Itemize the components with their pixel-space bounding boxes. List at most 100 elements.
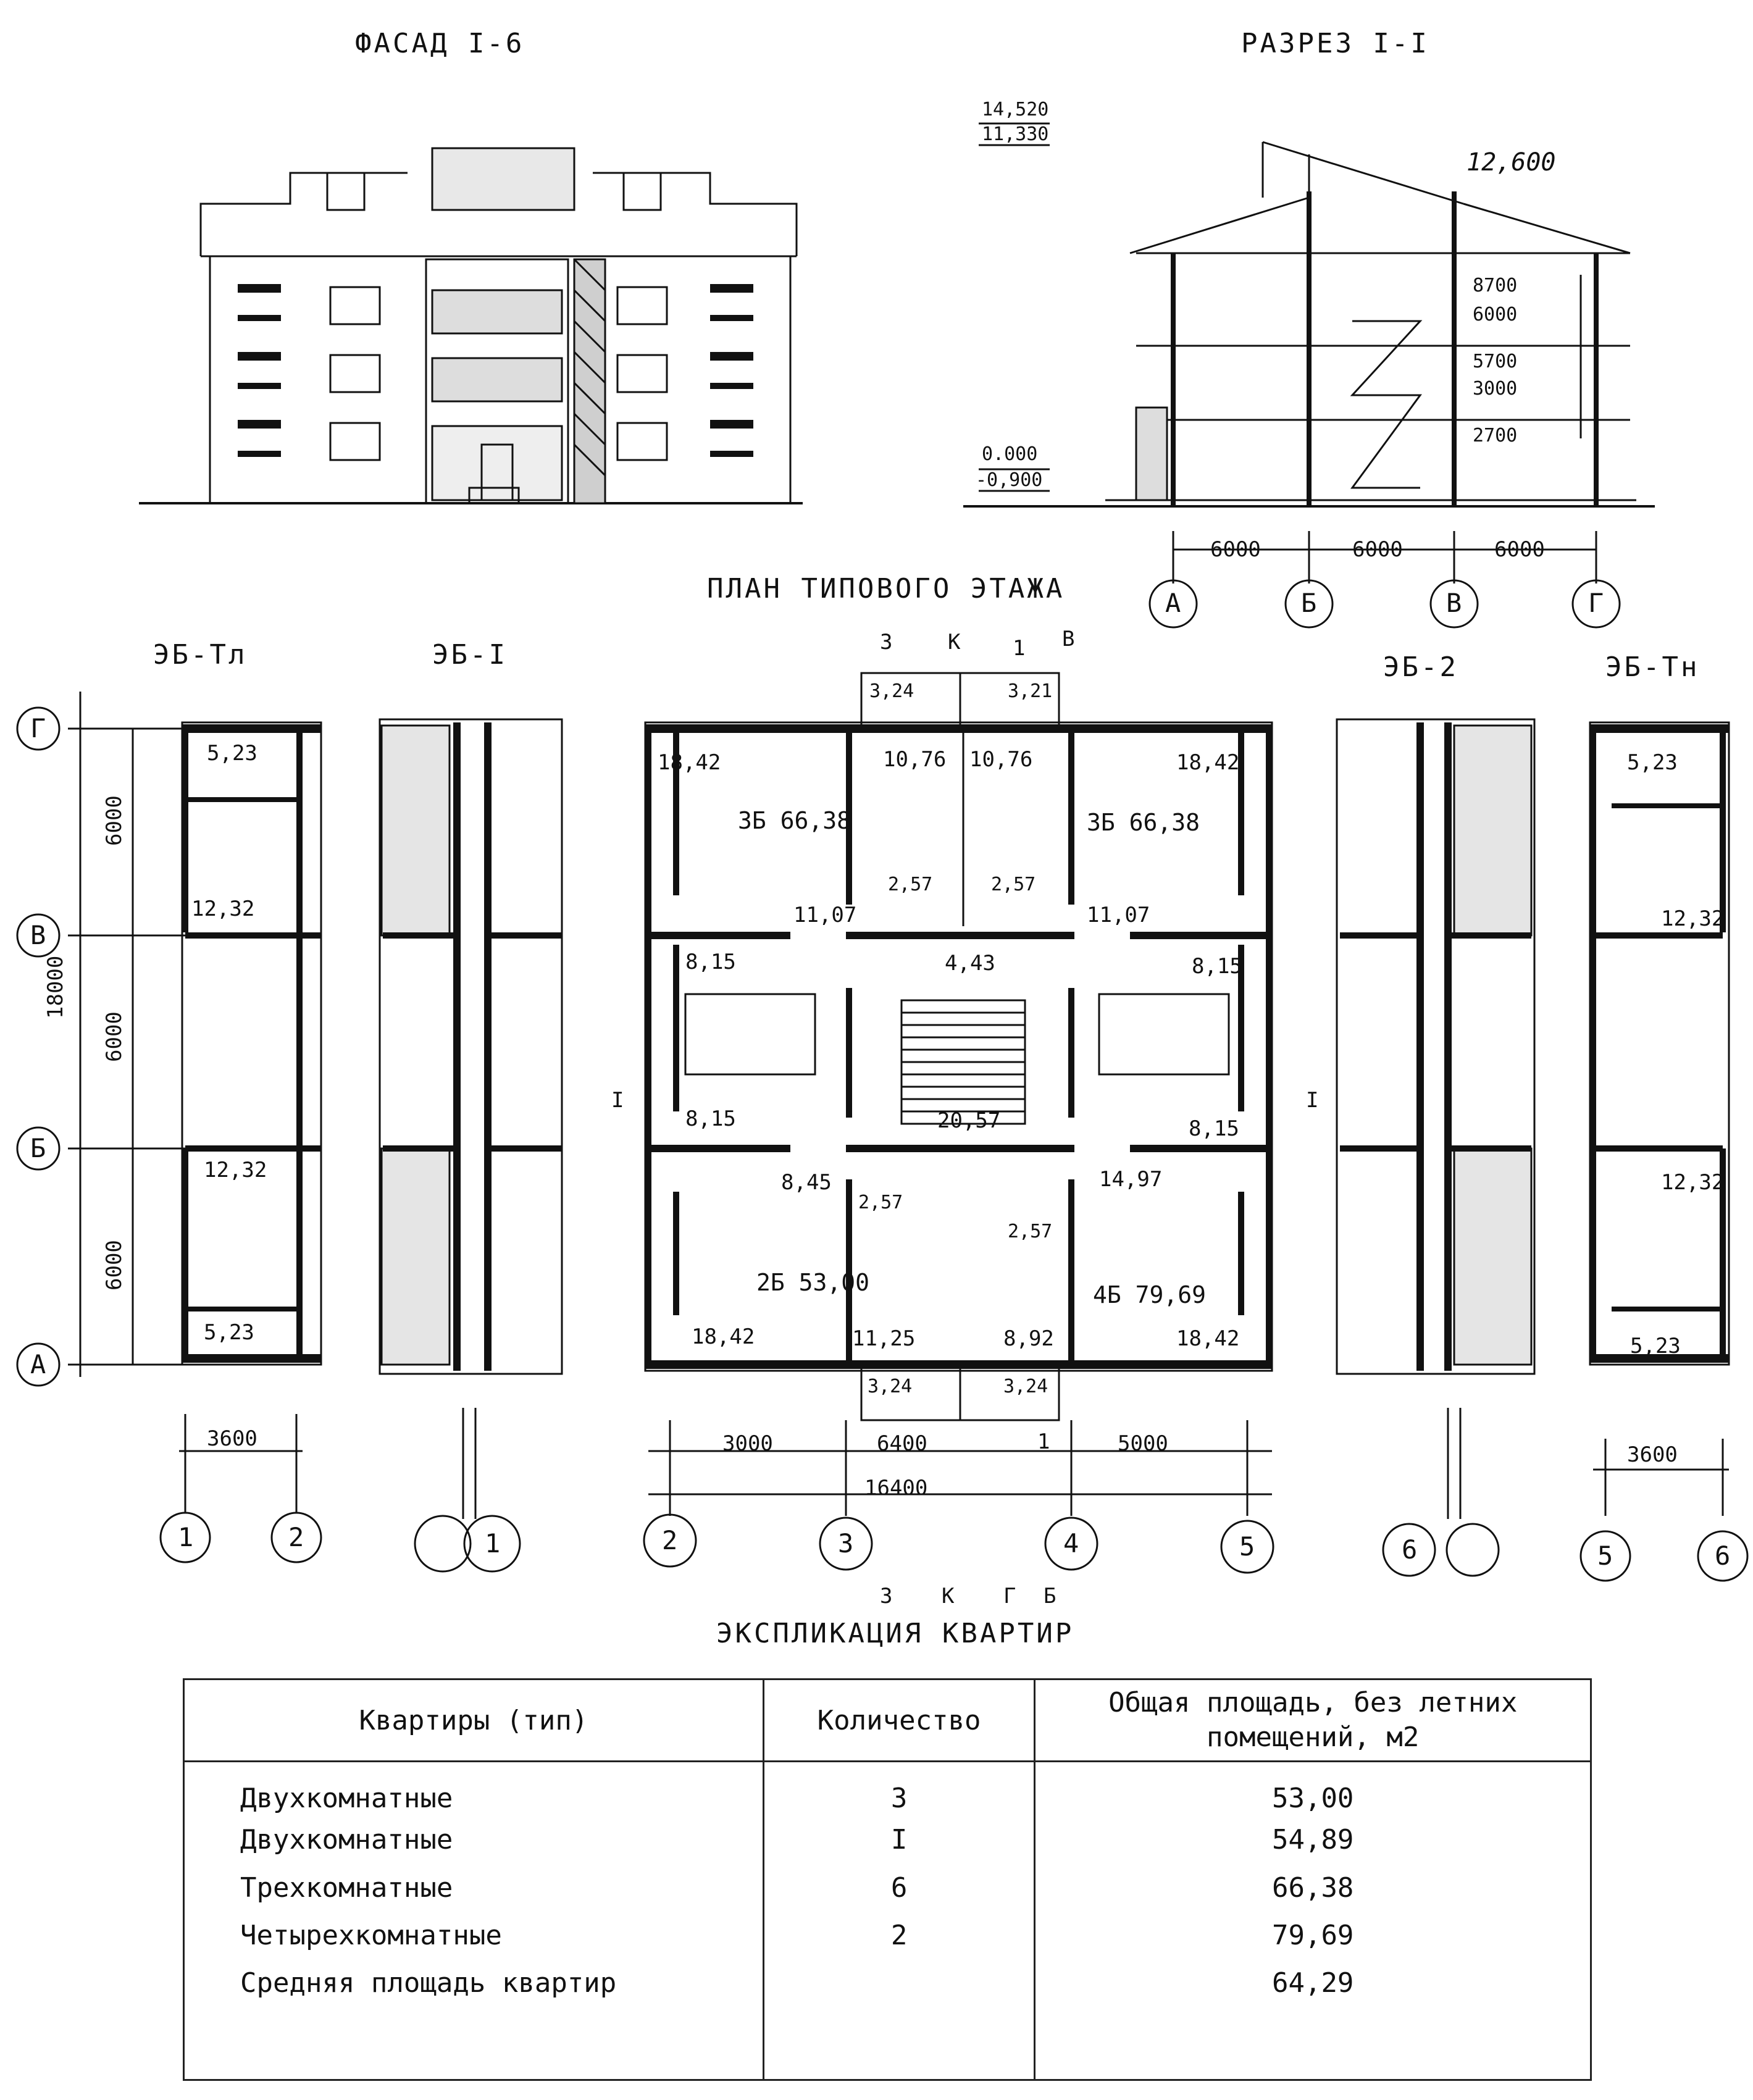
marker-1-bottom: 1 [1037, 1429, 1050, 1454]
header-quantity: Количество [762, 1678, 1036, 1762]
table-row: Трехкомнатные 6 66,38 [183, 1864, 1592, 1912]
plan-axis-b: Б [30, 1133, 46, 1163]
room-ebtn-bot: 5,23 [1630, 1334, 1681, 1358]
block-label-eb1: ЭБ-I [432, 639, 508, 671]
room-ebtl-top: 5,23 [207, 741, 257, 766]
room-1842-br: 18,42 [1176, 1326, 1240, 1351]
cell-area: 64,29 [1034, 1959, 1592, 2007]
room-443: 4,43 [945, 951, 995, 976]
table-row: Средняя площадь квартир 64,29 [183, 1959, 1592, 2007]
table-row-empty [183, 2007, 1592, 2081]
cell-quantity: 2 [762, 1911, 1036, 1960]
level-3000: 3000 [1473, 378, 1518, 400]
cell-type: Четырехкомнатные [183, 1911, 764, 1960]
plan-dim-total: 18000 [43, 955, 68, 1019]
elev-11330: 11,330 [982, 123, 1049, 145]
plan-dim-2: 6000 [102, 1011, 127, 1062]
marker-t-left: I [611, 1088, 624, 1113]
cell-type: Средняя площадь квартир [183, 1959, 764, 2007]
cell-quantity [762, 1959, 1036, 2007]
plan-axis-g: Г [30, 713, 46, 743]
axis-1-eb1: 1 [485, 1528, 501, 1558]
level-8700: 8700 [1473, 275, 1518, 296]
cell-type: Трехкомнатные [183, 1864, 764, 1912]
axis-5-right: 5 [1597, 1541, 1613, 1571]
axis-5: 5 [1239, 1531, 1255, 1562]
axis-6-right: 6 [1715, 1541, 1731, 1571]
apt-4b: 4Б 79,69 [1093, 1281, 1207, 1308]
section-title: РАЗРЕЗ I-I [1241, 28, 1429, 59]
header-area: Общая площадь, без летних помещений, м2 [1034, 1678, 1592, 1762]
header-apartment-type: Квартиры (тип) [183, 1678, 764, 1762]
axis-2-center: 2 [662, 1525, 678, 1555]
block-label-ebtn: ЭБ-Тн [1605, 651, 1700, 683]
room-ebtl-mid: 12,32 [191, 897, 255, 921]
marker-z-top: 3 [880, 630, 893, 655]
cell-quantity: I [762, 1816, 1036, 1864]
cell-area: 54,89 [1034, 1816, 1592, 1864]
explication-table: Квартиры (тип) Количество Общая площадь,… [183, 1678, 1592, 2081]
section-drawing [963, 122, 1655, 629]
level-2700: 2700 [1473, 425, 1518, 446]
room-1842-tl: 18,42 [658, 750, 721, 775]
balcony-top-right: 3,21 [1008, 680, 1053, 702]
table-header-row: Квартиры (тип) Количество Общая площадь,… [183, 1678, 1592, 1762]
room-845: 8,45 [781, 1170, 832, 1195]
axis-6-eb2: 6 [1402, 1534, 1418, 1565]
marker-k-bottom: К [942, 1584, 955, 1608]
cell-area: 53,00 [1034, 1761, 1592, 1817]
dim-ebtl-3600: 3600 [207, 1426, 257, 1451]
elev-14520: 14,520 [982, 99, 1049, 120]
dim-16400: 16400 [864, 1476, 928, 1500]
cell-type: Двухкомнатные [183, 1761, 764, 1817]
marker-b-bottom: Б [1044, 1584, 1056, 1608]
room-815-bl: 8,15 [685, 1106, 736, 1131]
dim-5000: 5000 [1118, 1431, 1168, 1456]
plan-axis-a: А [30, 1349, 46, 1379]
section-span-1: 6000 [1210, 537, 1261, 562]
marker-t-right: I [1306, 1088, 1319, 1113]
room-257-a: 2,57 [888, 874, 933, 895]
facade-title: ФАСАД I-6 [355, 28, 525, 59]
section-axis-b: Б [1301, 588, 1317, 618]
block-label-ebtl: ЭБ-Тл [153, 639, 248, 671]
elev-zero: 0.000 [982, 443, 1038, 465]
room-ebtl-low: 12,32 [204, 1158, 267, 1182]
balcony-bottom-left: 3,24 [868, 1376, 913, 1397]
marker-z-bottom: 3 [880, 1584, 893, 1608]
cell-area: 66,38 [1034, 1864, 1592, 1912]
apt-3b-right: 3Б 66,38 [1087, 809, 1200, 836]
apt-3b-left: 3Б 66,38 [738, 807, 851, 834]
table-row: Четырехкомнатные 2 79,69 [183, 1911, 1592, 1960]
section-axis-g: Г [1588, 588, 1604, 618]
section-span-3: 6000 [1494, 537, 1545, 562]
room-1107-l: 11,07 [793, 903, 857, 927]
room-ebtn-top: 5,23 [1627, 750, 1678, 775]
room-1125: 11,25 [852, 1326, 916, 1351]
facade-windows [238, 284, 753, 457]
table-row: Двухкомнатные 3 53,00 [183, 1761, 1592, 1817]
axis-2-left: 2 [288, 1522, 304, 1552]
marker-1-top: 1 [1013, 636, 1026, 661]
room-257-d: 2,57 [1008, 1221, 1053, 1242]
room-1842-tr: 18,42 [1176, 750, 1240, 775]
room-1842-bl: 18,42 [692, 1324, 755, 1349]
facade-drawing [139, 147, 803, 504]
plan-title: ПЛАН ТИПОВОГО ЭТАЖА [707, 573, 1065, 604]
room-892: 8,92 [1003, 1326, 1054, 1351]
cell-area: 79,69 [1034, 1911, 1592, 1960]
balcony-top-left: 3,24 [869, 680, 914, 702]
table-row: Двухкомнатные I 54,89 [183, 1816, 1592, 1864]
plan-axis-v: В [30, 920, 46, 950]
plan-dim-3: 6000 [102, 1240, 127, 1291]
marker-v-top: В [1062, 627, 1075, 651]
plan-dim-1: 6000 [102, 795, 127, 846]
elev-12600: 12,600 [1466, 148, 1556, 177]
room-1076-l: 10,76 [883, 747, 947, 772]
marker-k-top: К [948, 630, 961, 655]
room-815-tl: 8,15 [685, 950, 736, 974]
dim-6400: 6400 [877, 1431, 927, 1456]
section-axis-a: А [1165, 588, 1181, 618]
room-ebtn-low: 12,32 [1661, 1170, 1725, 1195]
